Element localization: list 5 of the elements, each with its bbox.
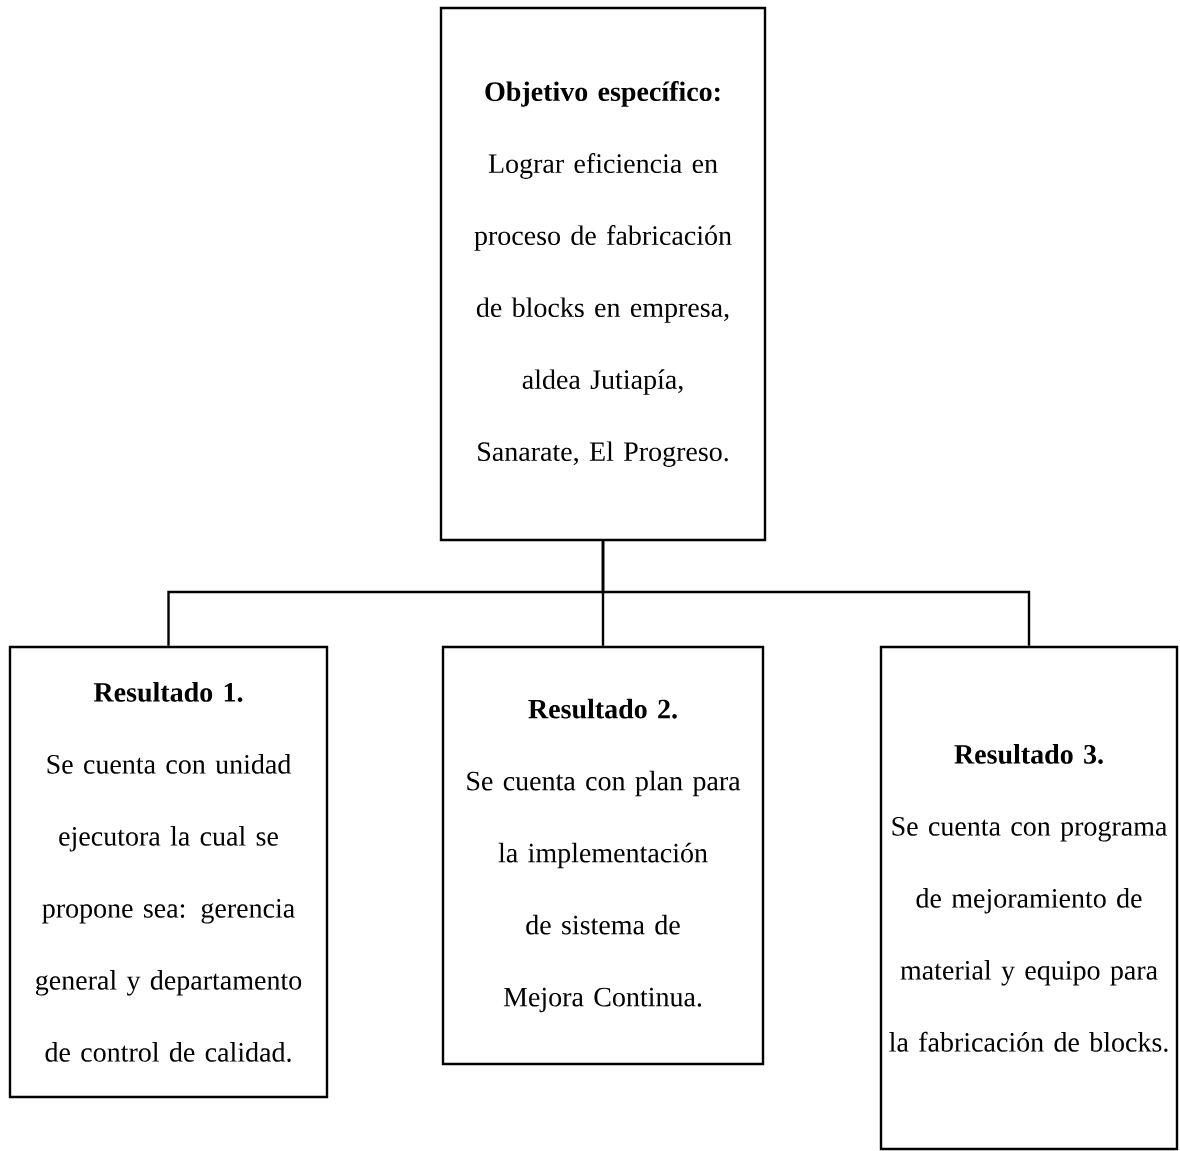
result-box: Resultado 2. Se cuenta con plan para la implementación de sistema de Mejora Continua. [441,645,765,1066]
result-box: Resultado 3. Se cuenta con programa de mejoramiento de material y equipo para la fabricación de blocks. [879,645,1179,1151]
result-box: Resultado 1. Se cuenta con unidad ejecutora la cual se propone sea: gerencia general y departamento de control de calidad. [8,645,329,1099]
objective-box: Objetivo específico: Lograr eficiencia en proceso de fabricación de blocks en empresa, aldea Jutiapía, Sanarate, El Progreso. [439,6,767,542]
connector-line [601,541,1031,646]
